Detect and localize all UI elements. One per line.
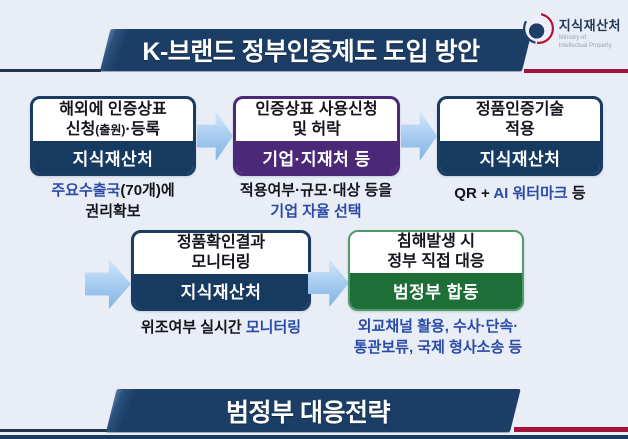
flow-box-government-response: 침해발생 시 정부 직접 대응 범정부 합동	[348, 230, 524, 311]
box-title-line2: 및 허락	[292, 121, 341, 138]
box-caption: 주요수출국(70개)에 권리확보	[51, 182, 175, 220]
box-title: 해외에 인증상표 신청(출원)·등록	[33, 99, 193, 141]
box-caption: 위조여부 실시간 모니터링	[140, 319, 302, 336]
bottom-rule-left	[0, 429, 110, 432]
box-caption: 외교채널 활용, 수사·단속· 통관보류, 국제 형사소송 등	[353, 318, 523, 356]
box-owner-label: 범정부 합동	[350, 272, 522, 309]
flow-box-authentication-tech: 정품인증기술 적용 지식재산처	[437, 96, 603, 176]
flow-arrow-icon	[401, 111, 437, 161]
box-owner-label: 지식재산처	[33, 141, 193, 173]
kipo-logo-subtitle: Ministry of Intellectual Property	[559, 35, 621, 51]
kipo-logo: 지식재산처 Ministry of Intellectual Property	[522, 13, 621, 51]
flow-box-monitoring: 정품확인결과 모니터링 지식재산처	[131, 230, 311, 311]
flow-box-overseas-trademark: 해외에 인증상표 신청(출원)·등록 지식재산처	[30, 96, 196, 176]
top-rule-right	[524, 69, 628, 73]
kipo-logo-subtitle-line1: Ministry of	[558, 35, 587, 41]
flow-arrow-icon	[85, 259, 131, 309]
page-title: K-브랜드 정부인증제도 도입 방안	[142, 38, 480, 66]
bottom-edge-strip	[0, 435, 628, 439]
top-rule-left	[0, 69, 101, 72]
box-title-line1: 해외에 인증상표	[59, 100, 167, 118]
kipo-logo-subtitle-line2: Intellectual Property	[558, 42, 612, 49]
flow-box-usage-request: 인증상표 사용신청 및 허락 기업·지재처 등	[233, 96, 400, 176]
box-title-line1: 인증상표 사용신청	[255, 100, 378, 118]
box-title-line1: 정품인증기술	[475, 100, 565, 118]
bottom-rule-right	[514, 427, 628, 432]
box-caption: 적용여부·규모·대상 등을 기업 자율 선택	[239, 182, 393, 220]
footer-banner-title: 범정부 대응전략	[226, 398, 390, 427]
box-owner-label: 기업·지재처 등	[236, 141, 397, 173]
flow-arrow-icon	[197, 111, 233, 161]
box-title-line2: 정부 직접 대응	[387, 253, 485, 271]
box-owner-label: 지식재산처	[440, 141, 600, 173]
box-title-line2: 적용	[505, 121, 535, 138]
taegeuk-swirl-icon	[522, 13, 554, 44]
box-title-line2: 모니터링	[191, 254, 251, 272]
box-title: 정품확인결과 모니터링	[134, 233, 308, 274]
box-title-line1: 침해발생 시	[396, 233, 476, 250]
box-title-line1: 정품확인결과	[176, 234, 266, 251]
box-title: 정품인증기술 적용	[440, 99, 600, 141]
box-title: 침해발생 시 정부 직접 대응	[350, 232, 522, 273]
box-title-line2: 신청(출원)·등록	[65, 121, 161, 138]
box-title: 인증상표 사용신청 및 허락	[236, 99, 397, 141]
kipo-logo-name: 지식재산처	[558, 18, 621, 33]
kipo-logo-texts: 지식재산처 Ministry of Intellectual Property	[559, 13, 621, 51]
box-caption: QR + AI 워터마크 등	[454, 185, 586, 202]
flow-arrow-icon	[308, 259, 349, 307]
box-owner-label: 지식재산처	[134, 273, 308, 308]
